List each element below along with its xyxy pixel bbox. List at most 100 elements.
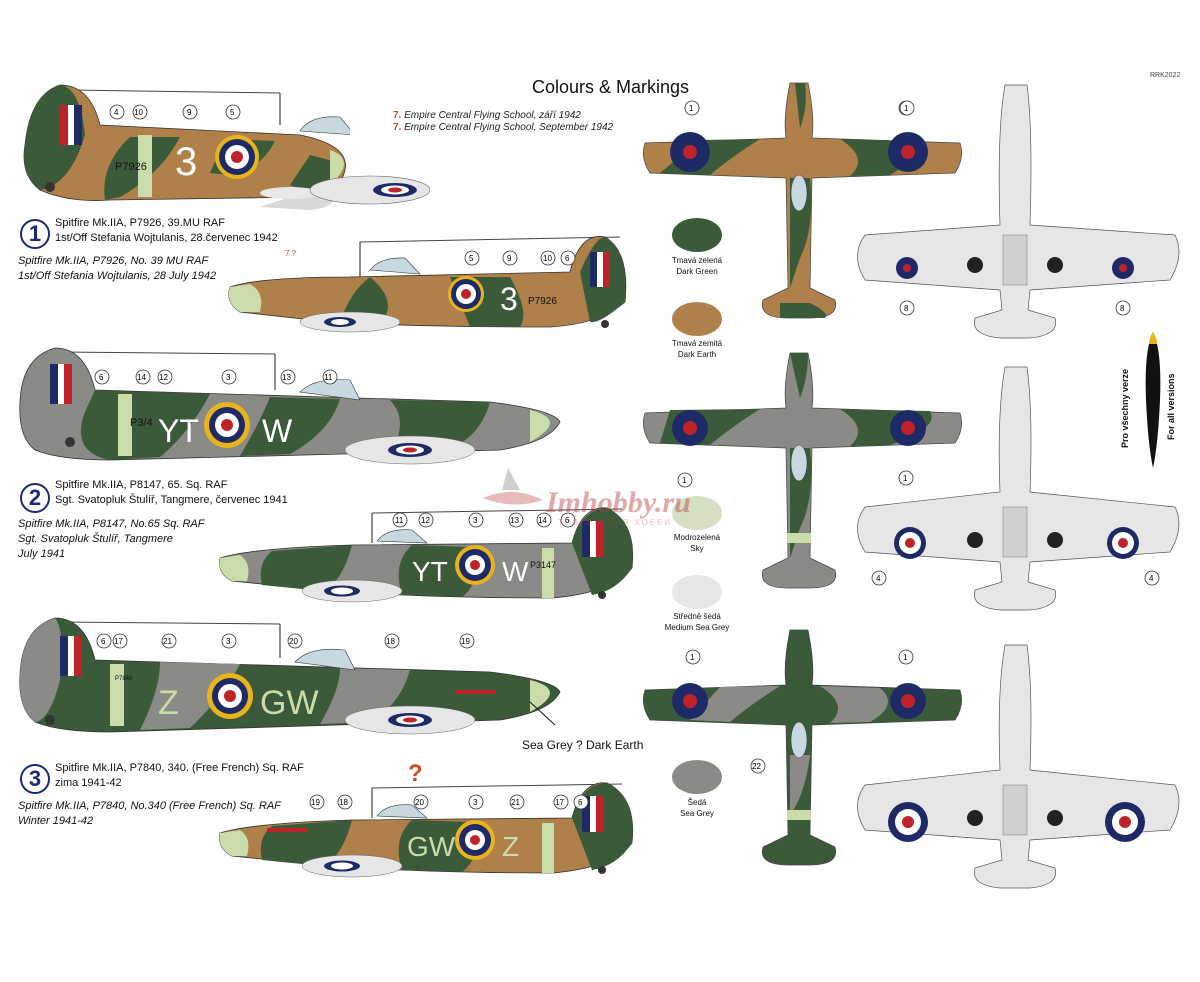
scheme3-callouts-left: 6 17 21 3 20 18 19	[96, 633, 475, 649]
callout-num: 19	[461, 637, 470, 646]
scheme1-callouts-right: 5 9 10 6	[464, 250, 576, 266]
callout-num: 1	[903, 653, 908, 662]
callout-num: 6	[99, 373, 104, 382]
callout-num: 1	[690, 653, 695, 662]
scheme1-badge: 1	[20, 219, 50, 249]
under-view-3	[857, 644, 1180, 889]
callout-num: 19	[311, 798, 320, 807]
swatch-label-sea-grey: Šedá Sea Grey	[652, 797, 742, 819]
callout-num: 12	[421, 516, 430, 525]
scheme2-callouts-right: 11 12 3 13 14 6	[392, 512, 576, 528]
scheme2-side-right: YT W P3147	[219, 507, 634, 603]
scheme1-callouts-left: 4 10 9 5	[109, 104, 241, 120]
callout-num: 13	[510, 516, 519, 525]
colour-en: Dark Earth	[677, 350, 717, 359]
callout-num: 6	[578, 798, 583, 807]
under-view-2: 4 4	[857, 366, 1180, 611]
colour-en: Sea Grey	[680, 809, 714, 818]
callout-num: 3	[473, 798, 478, 807]
scheme2-serial-r: P3147	[530, 560, 556, 570]
scheme3-letters-rev-left: GW	[407, 831, 456, 862]
scheme1-cz-line: 1st/Off Stefania Wojtulanis, 28.červenec…	[55, 232, 278, 244]
scheme2-letters-right-r: W	[502, 556, 529, 587]
scheme3-en-line: Winter 1941-42	[18, 815, 94, 827]
sheet-code: RRK2022	[1150, 72, 1181, 79]
callout-num: 20	[415, 798, 424, 807]
colour-cz: Šedá	[687, 798, 707, 807]
top-view-3: 1 1 22	[643, 629, 962, 866]
callout-num: 14	[137, 373, 146, 382]
callout-num: 22	[752, 762, 761, 771]
scheme2-letters-left-r: YT	[412, 556, 448, 587]
scheme2-cz: Spitfire Mk.IIA, P8147, 65. Sq. RAF Sgt.…	[55, 478, 288, 508]
swatch-dark-green	[672, 218, 722, 252]
callout-num: 4	[876, 574, 881, 583]
scheme2-cz-line: Sgt. Svatopluk Štulíř, Tangmere, červene…	[55, 494, 288, 506]
swatch-sea-grey	[672, 760, 722, 794]
scheme1-serial-right: P7926	[528, 296, 557, 307]
callout-num: 3	[226, 373, 231, 382]
scheme3-letters-right: GW	[260, 684, 319, 722]
callout-num: 1	[903, 474, 908, 483]
propeller-blade	[1145, 332, 1161, 468]
scheme2-letters-left: YT	[158, 413, 199, 449]
scheme3-side-right: GW Z	[219, 782, 634, 878]
note-text: Empire Central Flying School, September …	[404, 122, 614, 133]
scheme3-callouts-right: 19 18 20 3 21 17 6	[309, 794, 589, 810]
swatch-sky	[672, 496, 722, 530]
callout-num: 6	[565, 254, 570, 263]
scheme3-en-line: Spitfire Mk.IIA, P7840, No.340 (Free Fre…	[18, 800, 281, 812]
callout-num: 8	[1120, 304, 1125, 313]
scheme2-callouts-left: 6 14 12 3 13 11	[94, 369, 338, 385]
scheme3-badge: 3	[20, 764, 50, 794]
scheme3-letters-rev-right: Z	[502, 831, 519, 862]
page-title: Colours & Markings	[532, 77, 690, 97]
scheme3-en: Spitfire Mk.IIA, P7840, No.340 (Free Fre…	[18, 799, 281, 829]
scheme2-en-line: Spitfire Mk.IIA, P8147, No.65 Sq. RAF	[18, 518, 205, 530]
scheme3-cz: Spitfire Mk.IIA, P7840, 340. (Free Frenc…	[55, 761, 304, 791]
scheme2-badge: 2	[20, 483, 50, 513]
scheme2-en-line: Sgt. Svatopluk Štulíř, Tangmere	[18, 533, 173, 545]
side-label-en: For all versions	[1166, 373, 1176, 440]
scheme2-en-line: July 1941	[18, 548, 66, 560]
scheme1-cz: Spitfire Mk.IIA, P7926, 39.MU RAF 1st/Of…	[55, 216, 278, 246]
under-view-1: 1 8 8	[857, 84, 1180, 339]
callout-num: 11	[395, 516, 404, 525]
callout-num: 1	[904, 104, 909, 113]
callout-num: 14	[538, 516, 547, 525]
swatch-label-sky: Modrozelená Sky	[652, 532, 742, 554]
callout-num: 9	[507, 254, 512, 263]
callout-num: 4	[114, 108, 119, 117]
colour-cz: Modrozelená	[673, 533, 721, 542]
scheme3-serial: P7840	[115, 676, 133, 682]
callout-num: 18	[339, 798, 348, 807]
colour-en: Medium Sea Grey	[664, 623, 730, 632]
note-num: 7.	[393, 122, 402, 133]
scheme2-serial: P3/4	[130, 417, 153, 429]
colour-cz: Tmavá zelená	[671, 256, 723, 265]
swatch-label-dark-earth: Tmavá zemitá Dark Earth	[652, 338, 742, 360]
scheme1-cz-line: Spitfire Mk.IIA, P7926, 39.MU RAF	[55, 217, 225, 229]
callout-num: 5	[230, 108, 235, 117]
callout-num: 13	[282, 373, 291, 382]
colour-cz: Tmavá zemitá	[671, 339, 723, 348]
callout-num: 3	[473, 516, 478, 525]
scheme1-serial: P7926	[115, 161, 147, 173]
note-text: Empire Central Flying School, září 1942	[404, 110, 581, 121]
scheme3-cz-line: Spitfire Mk.IIA, P7840, 340. (Free Frenc…	[55, 762, 304, 774]
note-num: 7.	[393, 110, 402, 121]
scheme3-letter-left: Z	[158, 684, 179, 722]
scheme1-en: Spitfire Mk.IIA, P7926, No. 39 MU RAF 1s…	[18, 254, 216, 284]
colour-cz: Středně šedá	[673, 612, 721, 621]
sea-grey-callout: Sea Grey ? Dark Earth	[522, 738, 644, 752]
callout-num: 5	[469, 254, 474, 263]
callout-num: 10	[543, 254, 552, 263]
swatch-label-medium-sea-grey: Středně šedá Medium Sea Grey	[652, 611, 742, 633]
note-en: 7. Empire Central Flying School, Septemb…	[393, 122, 613, 133]
callout-num: 12	[159, 373, 168, 382]
callout-num: 21	[511, 798, 520, 807]
callout-num: 11	[324, 373, 333, 382]
scheme1-side-left: 3 P7926	[23, 84, 350, 210]
scheme2-cz-line: Spitfire Mk.IIA, P8147, 65. Sq. RAF	[55, 479, 228, 491]
callout-num: 3	[226, 637, 231, 646]
